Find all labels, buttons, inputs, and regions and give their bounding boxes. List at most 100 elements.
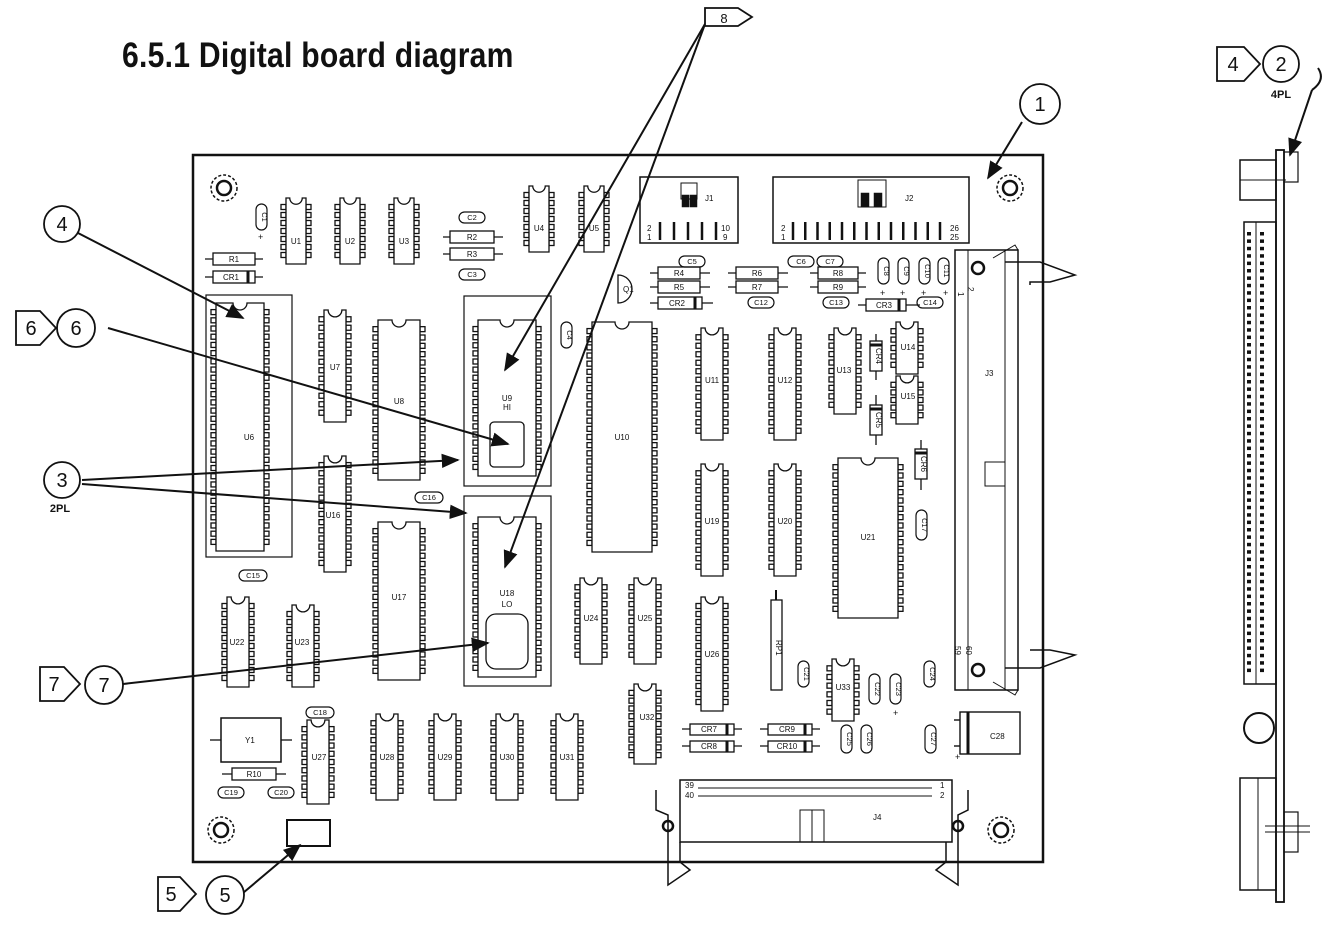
side-pin <box>1260 276 1264 280</box>
part-label-u26: U26 <box>705 650 720 659</box>
side-pin <box>1247 483 1251 488</box>
j3-pin-1: 1 <box>956 292 965 297</box>
diode-cr6 <box>914 440 928 490</box>
side-pin <box>1260 646 1264 650</box>
part-label-c1: C1 <box>260 212 269 222</box>
j1-pin-9: 9 <box>723 233 728 242</box>
capacitor-c12 <box>747 296 775 309</box>
part-label-c19: C19 <box>224 788 238 797</box>
leader-line-6 <box>107 327 510 447</box>
side-pin <box>1247 616 1251 621</box>
side-pin <box>1260 476 1264 480</box>
part-label-c15: C15 <box>246 571 260 580</box>
side-pin <box>1260 468 1264 473</box>
leader-line-1 <box>987 121 1023 180</box>
capacitor-c17 <box>915 509 928 541</box>
callout-2-note: 4PL <box>1271 89 1291 101</box>
svg-text:5: 5 <box>219 885 230 907</box>
part-label-r10: R10 <box>247 770 262 779</box>
leader-line-8b <box>503 23 706 569</box>
part-label-cr9: CR9 <box>779 725 796 734</box>
side-pin <box>1247 624 1251 628</box>
part-label-u13: U13 <box>837 366 852 375</box>
board-label <box>286 819 331 847</box>
part-label-rp1: RP1 <box>774 640 783 656</box>
part-label-u20: U20 <box>778 517 793 526</box>
side-pin <box>1260 668 1264 673</box>
part-label-u5: U5 <box>589 224 600 233</box>
side-pin <box>1247 639 1251 643</box>
part-label-c5: C5 <box>687 257 697 266</box>
resistor-r2 <box>443 230 503 244</box>
callout-5-flag: 5 <box>165 884 176 906</box>
side-pin <box>1260 542 1264 547</box>
side-pin <box>1260 661 1264 665</box>
part-label-u11: U11 <box>705 376 720 385</box>
resistor-r5 <box>650 280 710 294</box>
part-label-u1: U1 <box>291 237 302 246</box>
side-pin <box>1247 513 1251 517</box>
chip-u14 <box>890 321 924 375</box>
j4-pin-39: 39 <box>685 781 694 790</box>
side-pin <box>1247 261 1251 266</box>
polarity-mark: + <box>900 288 905 298</box>
j2-label: J2 <box>905 194 914 203</box>
chip-u27 <box>301 719 335 805</box>
side-pin <box>1247 417 1251 421</box>
part-label-c28: C28 <box>990 732 1005 741</box>
side-pin <box>1260 291 1264 295</box>
part-label-r4: R4 <box>674 269 685 278</box>
side-pin <box>1247 550 1251 554</box>
part-label-u7: U7 <box>330 363 341 372</box>
part-label-u12: U12 <box>778 376 793 385</box>
diode-cr10 <box>760 740 820 753</box>
capacitor-c16 <box>414 491 444 504</box>
part-label-u15: U15 <box>901 392 916 401</box>
side-pin <box>1247 431 1251 436</box>
chip-u10 <box>586 321 658 553</box>
part-label-c23: C23 <box>894 682 903 696</box>
part-label-c24: C24 <box>928 667 937 681</box>
part-label-u31: U31 <box>560 753 575 762</box>
side-pin <box>1247 283 1251 288</box>
side-pin <box>1247 631 1251 636</box>
side-pin <box>1260 387 1264 391</box>
side-pin <box>1247 476 1251 480</box>
side-pin <box>1260 261 1264 266</box>
eprom-window-u18 <box>485 613 529 670</box>
part-label-r7: R7 <box>752 283 763 292</box>
callout-4: 4 <box>43 205 81 243</box>
j3-pin-60: 60 <box>964 646 973 655</box>
j4-pin-1: 1 <box>940 781 945 790</box>
side-pin <box>1247 306 1251 310</box>
side-pin <box>1247 579 1251 584</box>
part-label-u16: U16 <box>326 511 341 520</box>
side-pin <box>1260 380 1264 384</box>
part-label-c25: C25 <box>845 732 854 746</box>
side-pin <box>1247 402 1251 406</box>
svg-text:2: 2 <box>1275 54 1286 76</box>
part-label-c14: C14 <box>923 298 937 307</box>
j4-pin-40: 40 <box>685 791 694 800</box>
side-pin <box>1247 646 1251 650</box>
side-pin <box>1247 557 1251 562</box>
chip-u30 <box>490 713 524 801</box>
part-label-c9: C9 <box>902 266 911 276</box>
part-label-u10: U10 <box>615 433 630 442</box>
chip-u7 <box>318 309 352 423</box>
polarity-mark: + <box>258 232 263 242</box>
connector-j4 <box>655 779 969 887</box>
chip-u11 <box>695 327 729 441</box>
side-pin <box>1247 269 1251 273</box>
chip-u21 <box>832 457 904 619</box>
chip-u17 <box>372 521 426 681</box>
part-label-q1: Q1 <box>623 285 634 294</box>
page-title: 6.5.1 Digital board diagram <box>122 36 514 75</box>
side-pin <box>1260 402 1264 406</box>
socket-outline <box>463 495 552 687</box>
side-pin <box>1260 624 1264 628</box>
side-pin <box>1247 454 1251 458</box>
part-label-c8: C8 <box>882 266 891 276</box>
side-pin <box>1247 587 1251 591</box>
